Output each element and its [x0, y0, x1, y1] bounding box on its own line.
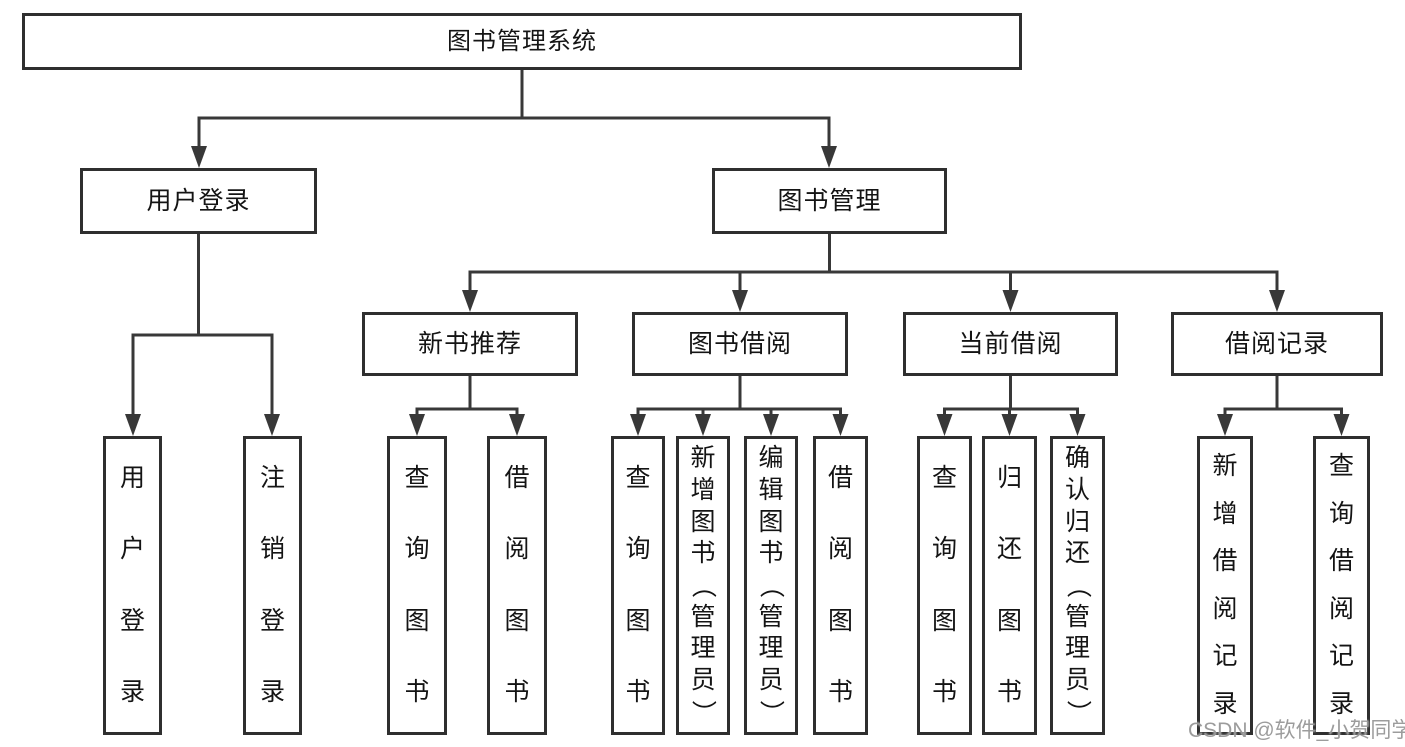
node-current-borrowing: 当前借阅: [903, 312, 1118, 376]
csdn-watermark: CSDN @软件_小贺同学: [1188, 719, 1405, 742]
leaf-query-borrow-record: 查询借阅记录: [1313, 436, 1370, 735]
node-label: 当前借阅: [958, 329, 1063, 358]
leaf-query-books-borrowing: 查询图书: [611, 436, 665, 735]
leaf-label: 用户登录: [119, 464, 145, 706]
leaf-logout: 注销登录: [243, 436, 302, 735]
leaf-query-books-recommend: 查询图书: [387, 436, 447, 735]
node-label: 新书推荐: [417, 329, 522, 358]
leaf-borrow-books-recommend: 借阅图书: [487, 436, 547, 735]
leaf-return-books: 归还图书: [982, 436, 1037, 735]
node-book-borrowing: 图书借阅: [632, 312, 848, 376]
leaf-label: 查询图书: [625, 464, 651, 706]
leaf-label: 归还图书: [996, 464, 1022, 706]
node-book-management: 图书管理: [712, 168, 947, 234]
leaf-add-borrow-record: 新增借阅记录: [1197, 436, 1253, 735]
leaf-label: 注销登录: [259, 464, 285, 706]
leaf-user-login: 用户登录: [103, 436, 162, 735]
leaf-label: 确认归还（管理员）: [1063, 444, 1092, 725]
leaf-label: 查询图书: [404, 464, 430, 706]
leaf-label: 借阅图书: [827, 464, 853, 706]
node-label: 图书借阅: [687, 329, 792, 358]
node-library-management-system: 图书管理系统: [22, 13, 1022, 70]
node-label: 图书管理系统: [447, 27, 597, 55]
leaf-borrow-books: 借阅图书: [813, 436, 868, 735]
node-borrowing-records: 借阅记录: [1171, 312, 1383, 376]
arrowheads: [125, 146, 1350, 436]
leaf-label: 新增图书（管理员）: [689, 444, 718, 725]
leaf-label: 查询借阅记录: [1328, 452, 1354, 718]
leaf-label: 编辑图书（管理员）: [757, 444, 786, 725]
leaf-query-books-current: 查询图书: [917, 436, 972, 735]
node-user-login: 用户登录: [80, 168, 317, 234]
leaf-label: 借阅图书: [504, 464, 530, 706]
node-label: 用户登录: [146, 186, 251, 215]
node-new-book-recommend: 新书推荐: [362, 312, 578, 376]
leaf-confirm-return-admin: 确认归还（管理员）: [1050, 436, 1105, 735]
node-label: 图书管理: [777, 186, 882, 215]
leaf-label: 查询图书: [931, 464, 957, 706]
leaf-label: 新增借阅记录: [1212, 452, 1238, 718]
node-label: 借阅记录: [1224, 329, 1329, 358]
leaf-add-books-admin: 新增图书（管理员）: [676, 436, 730, 735]
leaf-edit-books-admin: 编辑图书（管理员）: [744, 436, 798, 735]
